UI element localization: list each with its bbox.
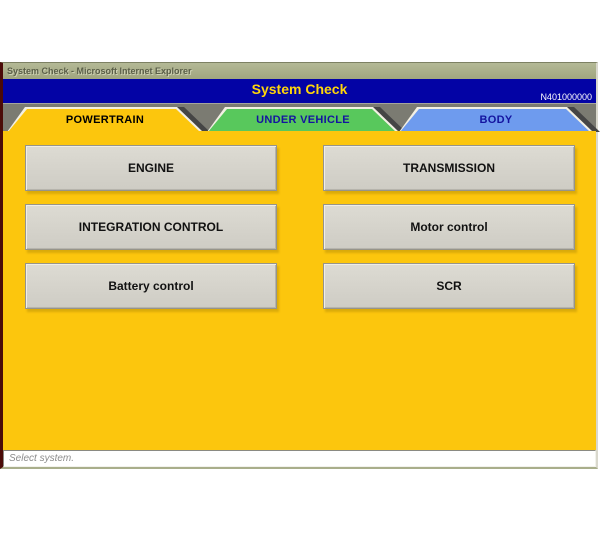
- window-title: System Check - Microsoft Internet Explor…: [7, 66, 192, 76]
- page-title: System Check: [251, 81, 348, 97]
- screen-code: N401000000: [540, 92, 592, 102]
- scr-button[interactable]: SCR: [323, 263, 575, 309]
- battery-control-button[interactable]: Battery control: [25, 263, 277, 309]
- status-bar: Select system.: [3, 450, 596, 467]
- tab-strip: POWERTRAIN UNDER VEHICLE BODY: [3, 103, 596, 131]
- ie-window: System Check - Microsoft Internet Explor…: [0, 62, 598, 469]
- tab-under-vehicle[interactable]: UNDER VEHICLE: [207, 107, 399, 132]
- motor-control-button[interactable]: Motor control: [323, 204, 575, 250]
- status-message: Select system.: [9, 453, 75, 464]
- tab-powertrain[interactable]: POWERTRAIN: [7, 107, 203, 132]
- tab-label: UNDER VEHICLE: [256, 113, 350, 126]
- tab-fill: [399, 107, 593, 132]
- content-area: ENGINE TRANSMISSION INTEGRATION CONTROL …: [3, 131, 596, 451]
- tab-body[interactable]: BODY: [399, 107, 593, 132]
- tab-fill: [207, 107, 399, 132]
- window-titlebar[interactable]: System Check - Microsoft Internet Explor…: [3, 63, 596, 79]
- app-header: System Check N401000000: [3, 79, 596, 103]
- tab-label: POWERTRAIN: [65, 113, 145, 126]
- tab-fill: [7, 107, 203, 132]
- engine-button[interactable]: ENGINE: [25, 145, 277, 191]
- integration-control-button[interactable]: INTEGRATION CONTROL: [25, 204, 277, 250]
- transmission-button[interactable]: TRANSMISSION: [323, 145, 575, 191]
- tab-label: BODY: [479, 113, 513, 126]
